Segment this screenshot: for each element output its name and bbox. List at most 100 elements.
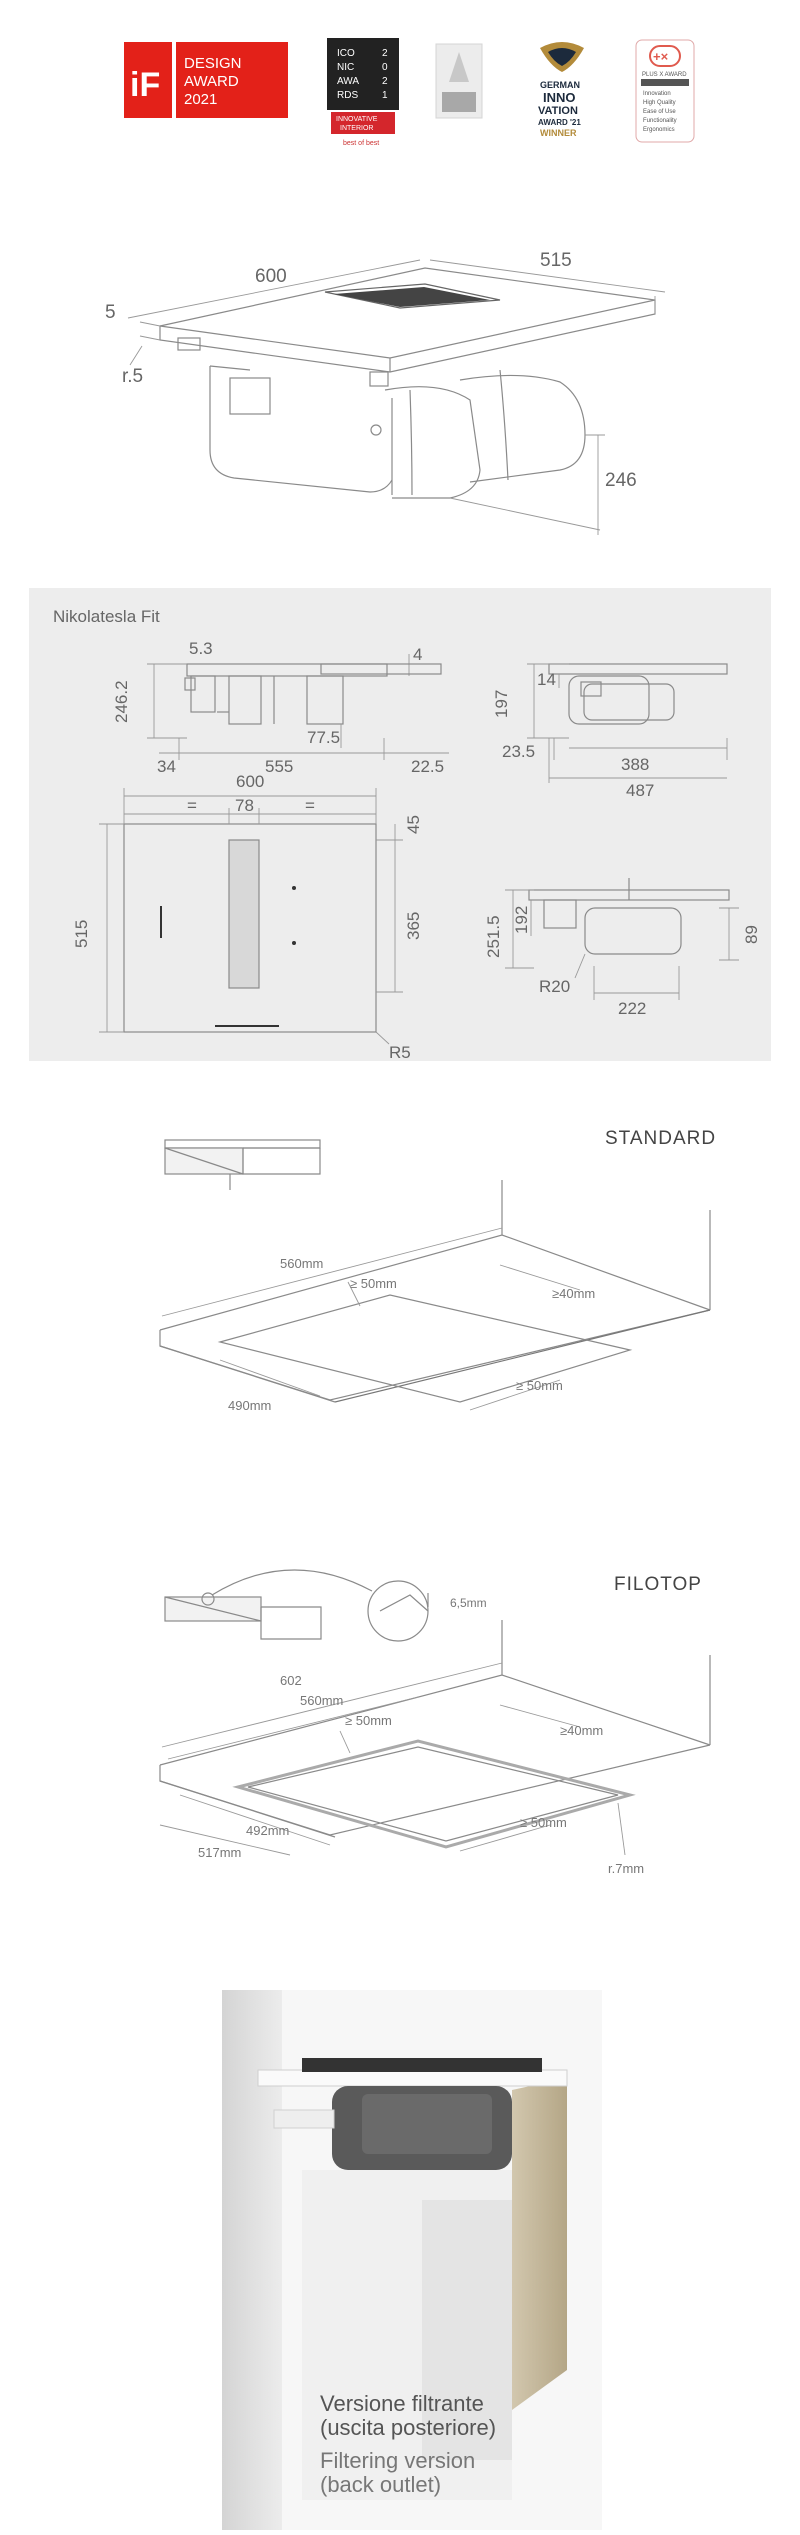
plus-x-award-logo: +× PLUS X AWARD Innovation High Quality …	[635, 39, 695, 143]
svg-text:INTERIOR: INTERIOR	[340, 125, 373, 132]
filotop-dim-r: r.7mm	[608, 1861, 644, 1876]
svg-text:GERMAN: GERMAN	[540, 80, 580, 90]
standard-dim-min1: ≥ 50mm	[350, 1276, 397, 1291]
top-dim-mid: 78	[235, 796, 254, 815]
top-dim-eq1: =	[187, 796, 197, 815]
standard-dim-d: 490mm	[228, 1398, 271, 1413]
svg-text:Ease of Use: Ease of Use	[643, 109, 676, 115]
top-view: 600 = 78 = 45 515 365 R5	[72, 772, 423, 1062]
if-line-2: AWARD	[184, 73, 239, 90]
filotop-dim-w-out: 602	[280, 1673, 302, 1688]
german-innovation-award-logo: GERMAN INNO VATION AWARD '21 WINNER	[538, 42, 584, 138]
svg-text:NIC: NIC	[337, 62, 354, 73]
svg-text:INNOVATIVE: INNOVATIVE	[336, 116, 378, 123]
dim-depth: 515	[540, 250, 572, 271]
svg-text:+×: +×	[653, 49, 669, 64]
front-dim-right: 22.5	[411, 757, 444, 776]
dim-height: 246	[605, 470, 637, 491]
filotop-dim-min3: ≥ 50mm	[520, 1815, 567, 1830]
svg-text:VATION: VATION	[538, 105, 578, 117]
side2-dim-a: 251.5	[484, 915, 503, 958]
standard-label: STANDARD	[605, 1128, 716, 1149]
product-photo: Versione filtrante (uscita posteriore) F…	[222, 1990, 622, 2530]
svg-text:High Quality: High Quality	[643, 100, 676, 106]
front-dim-height: 246.2	[112, 680, 131, 723]
awards-svg: iF DESIGN AWARD 2021 ICO NIC AWA RDS 2 0…	[124, 38, 695, 147]
side2-dim-w: 222	[618, 999, 646, 1018]
svg-text:WINNER: WINNER	[540, 128, 577, 138]
standard-svg: STANDARD 560mm ≥ 50mm ≥40mm 490mm	[159, 1128, 716, 1413]
standard-installation: STANDARD 560mm ≥ 50mm ≥40mm 490mm	[0, 1110, 800, 1510]
caption-en-line-2: (back outlet)	[320, 2472, 441, 2497]
filotop-label: FILOTOP	[614, 1574, 702, 1595]
top-dim-eq2: =	[305, 796, 315, 815]
filotop-detail-dim: 6,5mm	[450, 1596, 487, 1610]
svg-text:ICO: ICO	[337, 48, 355, 59]
plaque-award-logo	[435, 43, 483, 119]
if-design-award-logo: iF DESIGN AWARD 2021	[124, 42, 288, 118]
side-dim-a: 197	[492, 690, 511, 718]
side2-dim-r: R20	[539, 977, 570, 996]
filotop-dim-w: 560mm	[300, 1693, 343, 1708]
top-dim-top-r: 45	[404, 815, 423, 834]
side-view-body	[320, 663, 442, 675]
filotop-dim-d: 492mm	[246, 1823, 289, 1838]
filotop-svg: FILOTOP 6,5mm	[159, 1569, 711, 1876]
standard-dim-w: 560mm	[280, 1256, 323, 1271]
filotop-dim-min2: ≥40mm	[560, 1723, 603, 1738]
technical-svg: Nikolatesla Fit 5.3 246.2 4	[53, 607, 761, 1062]
product-photo-svg: Versione filtrante (uscita posteriore) F…	[222, 1990, 622, 2530]
standard-section-detail	[164, 1139, 321, 1190]
svg-text:best of best: best of best	[343, 140, 379, 147]
front-dim-mid: 77.5	[307, 728, 340, 747]
dim-radius: r.5	[122, 366, 143, 387]
front-dim-top-small: 5.3	[189, 639, 213, 658]
side-dim-d: 388	[621, 755, 649, 774]
if-line-3: 2021	[184, 91, 217, 108]
top-dim-depth: 515	[72, 920, 91, 948]
top-dim-inner: 365	[404, 912, 423, 940]
svg-text:Innovation: Innovation	[643, 91, 671, 97]
svg-text:1: 1	[382, 90, 388, 101]
filotop-dim-min1: ≥ 50mm	[345, 1713, 392, 1728]
filotop-installation: FILOTOP 6,5mm	[0, 1555, 800, 1985]
technical-drawing-panel: Nikolatesla Fit 5.3 246.2 4	[29, 588, 771, 1062]
side-dim-e: 487	[626, 781, 654, 800]
upper-right-side-view: 197 14 23.5 388 487	[492, 663, 728, 800]
filotop-section-detail	[164, 1569, 429, 1642]
filotop-dim-d-out: 517mm	[198, 1845, 241, 1860]
front-dim-left: 34	[157, 757, 176, 776]
isometric-drawing: 600 515 5 r.5 246	[0, 230, 800, 560]
top-dim-width: 600	[236, 772, 264, 791]
svg-text:PLUS X AWARD: PLUS X AWARD	[642, 72, 687, 78]
svg-text:Ergonomics: Ergonomics	[643, 127, 675, 133]
caption-en-line-1: Filtering version	[320, 2448, 475, 2473]
dim-thickness: 5	[105, 302, 116, 323]
dim-width: 600	[255, 266, 287, 287]
front-dim-top-right: 4	[413, 645, 422, 664]
svg-text:AWARD '21: AWARD '21	[538, 118, 581, 127]
svg-text:2: 2	[382, 48, 388, 59]
if-brand: iF	[130, 66, 160, 104]
side2-dim-b: 192	[512, 906, 531, 934]
svg-text:INNO: INNO	[543, 90, 576, 105]
top-dim-radius: R5	[389, 1043, 411, 1061]
if-line-1: DESIGN	[184, 55, 242, 72]
svg-text:RDS: RDS	[337, 90, 358, 101]
caption-it-line-1: Versione filtrante	[320, 2391, 484, 2416]
svg-text:AWA: AWA	[337, 76, 359, 87]
svg-text:0: 0	[382, 62, 388, 73]
side-dim-c: 23.5	[502, 742, 535, 761]
isometric-svg: 600 515 5 r.5 246	[105, 250, 666, 535]
side-dim-b: 14	[537, 670, 556, 689]
standard-dim-min3: ≥ 50mm	[516, 1378, 563, 1393]
standard-dim-min2: ≥40mm	[552, 1286, 595, 1301]
product-title: Nikolatesla Fit	[53, 607, 160, 626]
side-view-2: 251.5 192 89 R20 222	[484, 878, 761, 1018]
iconic-awards-logo: ICO NIC AWA RDS 2 0 2 1 INNOVATIVE INTER…	[327, 38, 399, 147]
svg-text:2: 2	[382, 76, 388, 87]
caption-it-line-2: (uscita posteriore)	[320, 2415, 496, 2440]
side2-dim-c: 89	[742, 925, 761, 944]
front-dim-width: 555	[265, 757, 293, 776]
front-view: 5.3 246.2 4 77.5 34 555 22.5	[112, 639, 449, 776]
